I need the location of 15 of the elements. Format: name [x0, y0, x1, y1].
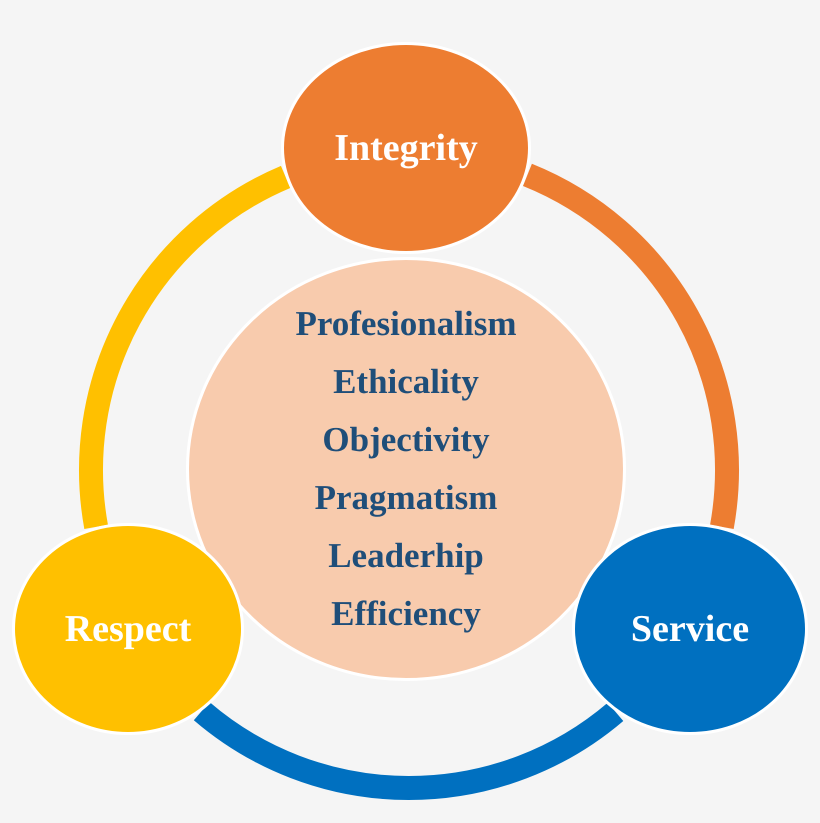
node-label: Integrity — [334, 126, 478, 170]
node-label: Efficiency — [331, 593, 481, 635]
node-label: Service — [630, 607, 750, 651]
node-label: Leaderhip — [328, 535, 484, 577]
value-circle — [572, 523, 808, 735]
value-circle — [281, 42, 531, 254]
value-circle — [12, 523, 244, 735]
node-label: Respect — [64, 607, 192, 651]
node-label: Pragmatism — [314, 477, 498, 519]
arc-connector — [522, 164, 738, 528]
node-label: Profesionalism — [295, 303, 516, 345]
arc-connector — [80, 166, 291, 528]
node-label: Objectivity — [322, 419, 490, 461]
node-label: Ethicality — [333, 361, 479, 403]
arc-connector — [194, 702, 623, 800]
